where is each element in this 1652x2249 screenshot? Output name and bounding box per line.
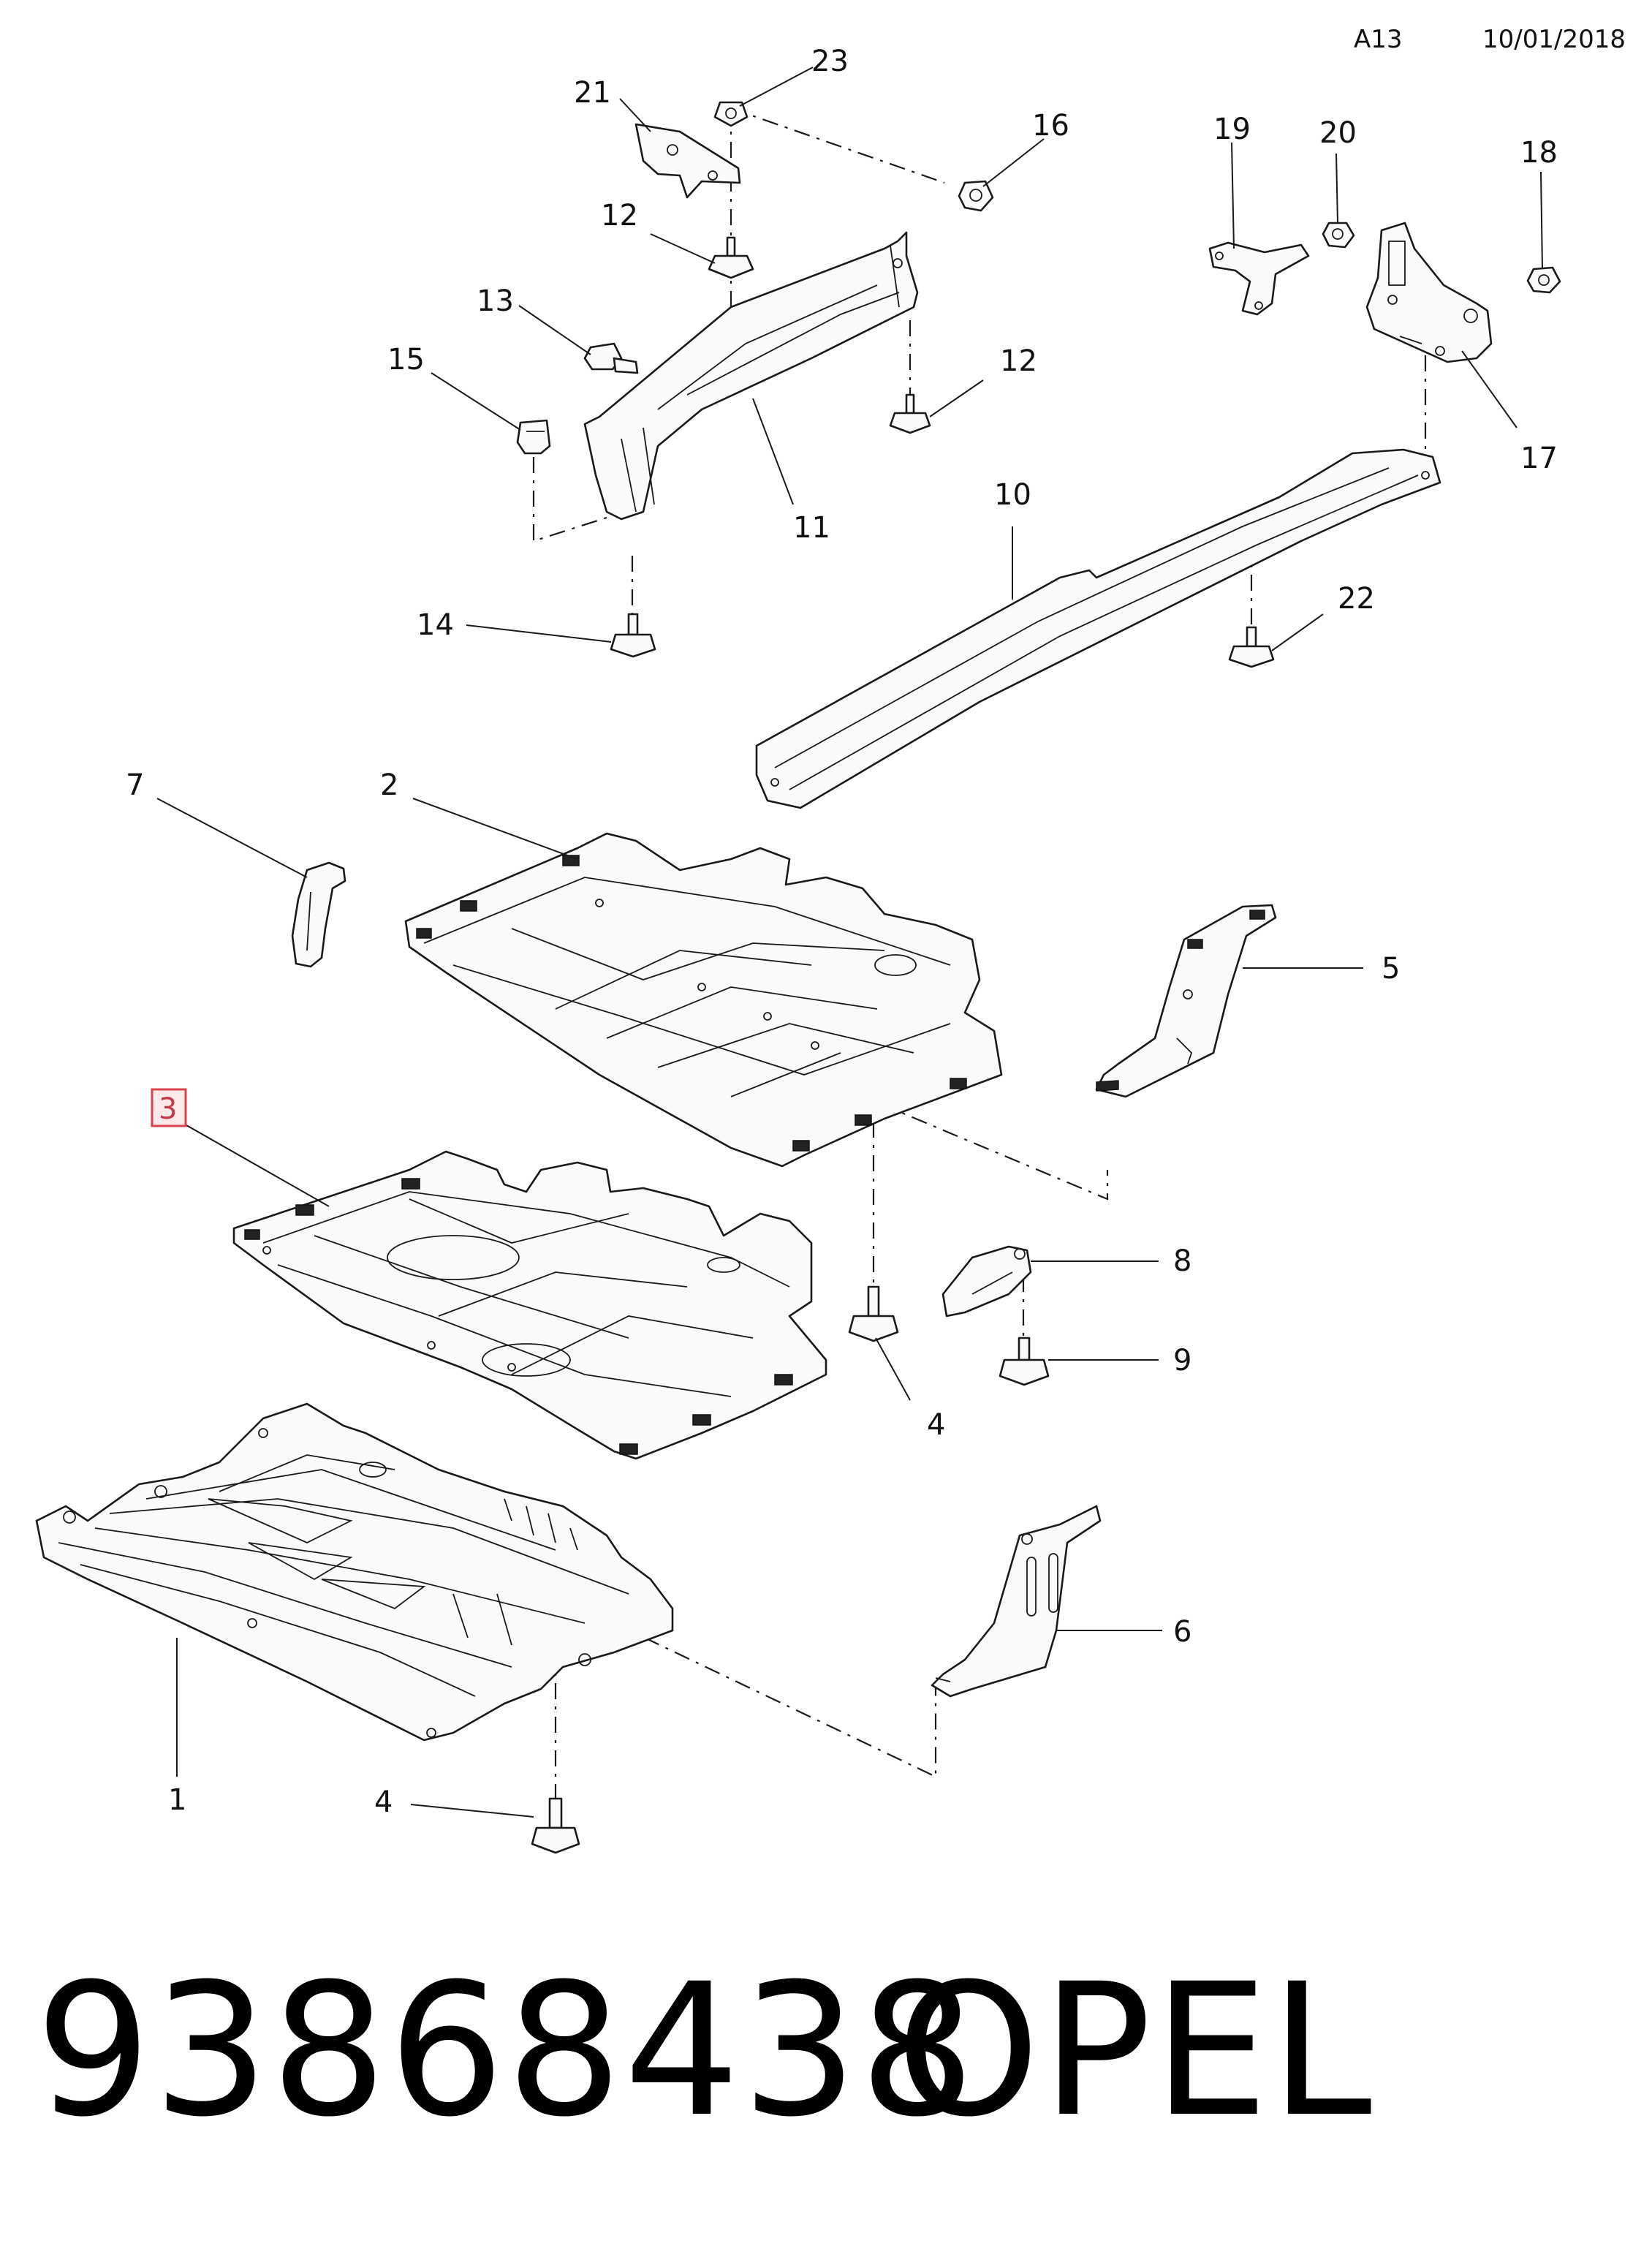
part-12-bolt-lower [889,393,931,434]
part-20-nut [1322,222,1355,249]
callout-7: 7 [126,768,144,802]
diagram-date: 10/01/2018 [1482,25,1626,54]
callout-8: 8 [1173,1244,1191,1278]
part-8-clip [941,1245,1032,1318]
part-17-bracket [1365,222,1493,363]
callout-18: 18 [1520,136,1558,170]
callout-9: 9 [1173,1344,1191,1377]
part-2-upper-shield [404,832,1003,1168]
callout-10: 10 [994,478,1031,512]
callout-17: 17 [1520,442,1558,475]
callout-14: 14 [417,608,454,642]
part-16-nut [958,180,994,212]
part-12-bolt-upper [708,236,754,279]
diagram-code: A13 [1354,25,1403,54]
callout-4-upper: 4 [927,1408,945,1442]
callout-5: 5 [1382,952,1400,986]
part-13-clip [583,342,639,374]
part-22-bolt [1228,626,1275,668]
callout-21: 21 [574,76,611,110]
part-6-side-bracket [931,1505,1102,1698]
callout-12-upper: 12 [601,199,638,233]
part-9-bolt [999,1337,1050,1386]
callout-3-highlight [151,1088,187,1127]
part-4-bolt-lower [531,1797,580,1854]
leader-lines [156,67,1543,1818]
part-7-bracket [291,861,346,968]
callout-19: 19 [1213,113,1251,146]
callout-23: 23 [811,45,849,78]
callout-11: 11 [793,511,830,545]
callouts: 3 1 2 4 4 5 6 7 8 9 10 11 12 12 13 14 15… [126,45,1558,1819]
callout-3: 3 [159,1092,177,1126]
part-3-middle-shield [232,1150,827,1460]
part-4-bolt-upper [848,1285,899,1342]
part-5-side-bracket [1095,904,1277,1098]
part-15-clip [516,419,551,455]
part-14-bolt [610,613,656,658]
part-21-bracket [634,123,741,199]
callout-6: 6 [1173,1615,1191,1649]
part-number: 93868438 [35,1944,977,2157]
part-23-nut [713,101,749,127]
part-11-support-beam [583,231,919,521]
callout-16: 16 [1032,109,1069,143]
part-19-bracket [1208,241,1310,316]
callout-20: 20 [1319,116,1357,150]
part-18-nut [1526,266,1561,294]
callout-22: 22 [1338,582,1375,616]
callout-12-lower: 12 [1000,344,1037,378]
part-10-side-rail [755,448,1441,809]
callout-15: 15 [387,343,425,377]
callout-1: 1 [168,1783,186,1817]
callout-13: 13 [477,284,514,318]
callout-2: 2 [380,768,398,802]
brand-name: OPEL [896,1944,1373,2157]
part-1-lower-shield [35,1402,674,1742]
callout-4-lower: 4 [374,1785,393,1819]
